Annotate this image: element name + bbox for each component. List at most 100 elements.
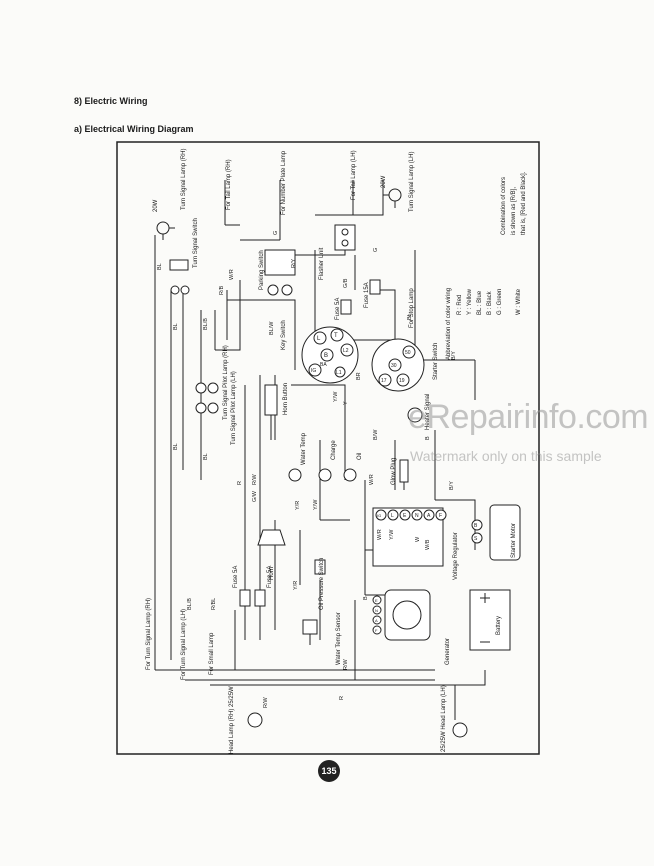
parking-switch-label: Parking Switch <box>259 250 265 290</box>
page-number: 135 <box>318 760 340 782</box>
key-switch-icon <box>301 326 359 384</box>
key-terminal-ba: BA <box>320 362 327 368</box>
glow-plug-icon <box>399 459 409 490</box>
wiring-diagram: Turn Signal Lamp (RH) 20W For Tail Lamp … <box>116 141 540 755</box>
pilot-lamp-rh-icon <box>195 382 219 394</box>
water-temp-lamp-icon <box>288 468 302 482</box>
head-lamp-rh-icon <box>247 712 263 728</box>
fuse-5a-left-icon <box>239 589 266 607</box>
wire-label-w-b: W/B <box>425 539 431 550</box>
tail-lamp-lh-label: For Tail Lamp (LH) <box>351 150 357 200</box>
legend-item: B : Black <box>487 290 493 315</box>
wire-label-y-w: Y/W <box>333 391 339 402</box>
key-switch-label: Key Switch <box>281 320 287 350</box>
starter-terminal-19: 19 <box>399 378 405 384</box>
wire-label-r-w: R/W <box>252 474 258 486</box>
diagram-frame <box>116 141 540 755</box>
wire-label-w: W <box>415 536 421 542</box>
wire-label-b: B <box>363 596 369 600</box>
stop-lamp-label: For Stop Lamp <box>409 288 415 328</box>
wire-label-b-y: B/Y <box>449 481 455 490</box>
gen-terminal-e: E <box>375 598 378 603</box>
starter-switch-icon <box>371 338 425 392</box>
gen-terminal-a: A <box>375 618 378 623</box>
legend-heading: Abbreviation of color wiring <box>446 288 452 360</box>
wire-label-r-bl: R/BL <box>211 598 217 610</box>
wire-label-g: G <box>273 231 279 235</box>
wire-label-bl: BL <box>173 443 179 450</box>
wire-label-r: R <box>339 696 345 700</box>
starter-motor-label: Starter Motor <box>511 523 517 558</box>
heater-signal-icon <box>407 407 423 423</box>
turn-signal-lamp-lh-label: Turn Signal Lamp (LH) <box>409 152 415 212</box>
pilot-lamp-rh-label: Turn Signal Pilot Lamp (RH) <box>223 345 229 420</box>
wire-label-br: BR <box>356 372 362 380</box>
wire-label-y-w: Y/W <box>389 529 395 540</box>
glow-plug-label: Glow Plug <box>391 458 397 485</box>
head-lamp-rh-label: Head Lamp (RH) 25/25W <box>229 686 235 754</box>
starter-motor-terminal-s: S <box>474 536 478 542</box>
wire-label-y-w: Y/W <box>313 499 319 510</box>
turn-signal-lamp-rh-label: Turn Signal Lamp (RH) <box>181 149 187 210</box>
color-legend: Abbreviation of color wiring R : Red Y :… <box>446 171 527 360</box>
wire-label-b-w: B/W <box>373 429 379 440</box>
battery-icon <box>469 589 511 651</box>
pilot-lamp-lh-label: Turn Signal Pilot Lamp (LH) <box>231 371 237 445</box>
legend-item: Y : Yellow <box>467 288 473 315</box>
starter-terminal-17: 17 <box>381 378 387 384</box>
legend-item: W : White <box>516 288 522 315</box>
fuse-15a-icon <box>369 279 381 295</box>
wire-label-r-w: R/W <box>343 659 349 671</box>
horn-icon <box>257 529 286 546</box>
wire-label-bl-b: BL/B <box>187 598 193 610</box>
wire-label-r-b: R/B <box>219 286 225 296</box>
fuse-5a-top-label: Fuse 5A <box>335 298 341 320</box>
legend-item: BL : Blue <box>477 290 483 315</box>
oil-lamp-icon <box>343 468 357 482</box>
starter-terminal-30: 30 <box>391 363 397 369</box>
wire-label-bl: BL <box>407 313 413 320</box>
head-lamp-lh-label: 25/25W Head Lamp (LH) <box>441 685 447 752</box>
wire-label-r: R <box>237 481 243 485</box>
reg-terminal-ig: IG <box>377 513 381 518</box>
key-terminal-l: L <box>317 336 321 342</box>
turn-signal-switch-label: Turn Signal Switch <box>193 218 199 268</box>
wire-label-bl: BL <box>157 263 163 270</box>
number-plate-label: For Number Plate Lamp <box>281 150 287 215</box>
wire-label-w-r: W/R <box>369 474 375 485</box>
flasher-unit-icon <box>334 224 356 251</box>
starter-terminal-50: 50 <box>405 350 411 356</box>
fuse-5a-top-icon <box>340 299 352 315</box>
oil-pressure-switch-icon <box>314 559 326 575</box>
wire-label-bl: BL <box>203 453 209 460</box>
oil-label: Oil <box>357 453 363 460</box>
section-title: 8) Electric Wiring <box>74 96 148 106</box>
for-turn-signal-lh-label: For Turn Signal Lamp (LH) <box>181 609 187 680</box>
wire-label-bl-w: BL/W <box>269 321 275 335</box>
water-temp-label: Water Temp <box>301 432 307 465</box>
reg-terminal-f: F <box>439 513 442 519</box>
turn-signal-lamp-rh-icon <box>156 221 175 240</box>
horn-label: Horn <box>269 567 275 580</box>
wire-label-r-w: R/W <box>263 697 269 709</box>
reg-terminal-n: N <box>415 513 419 519</box>
watermark-text: eRepairinfo.com <box>408 398 649 436</box>
wire-label-b: B <box>425 436 431 440</box>
wire-label-bl: BL <box>173 323 179 330</box>
fuse-15a-label: Fuse 15A <box>364 282 370 308</box>
wire-label-w-r: W/R <box>229 269 235 280</box>
legend-item: R : Red <box>457 295 463 315</box>
heater-signal-label: Heater Signal <box>425 394 431 430</box>
wire-label-y: Y <box>343 401 349 405</box>
watt-20-rh-label: 20W <box>153 199 159 212</box>
turn-signal-switch-icon <box>169 259 190 295</box>
wire-label-w-r: W/R <box>377 529 383 540</box>
wire-label-g: G <box>373 248 379 252</box>
wire-label-r-y: R/Y <box>291 259 297 269</box>
key-terminal-b: B <box>324 353 328 359</box>
horn-button-icon <box>264 384 278 440</box>
watt-20-lh-label: 20W <box>381 175 387 188</box>
pilot-lamp-lh-icon <box>195 402 219 414</box>
charge-label: Charge <box>331 440 337 460</box>
fuse-5a-left-label: Fuse 5A <box>233 566 239 588</box>
